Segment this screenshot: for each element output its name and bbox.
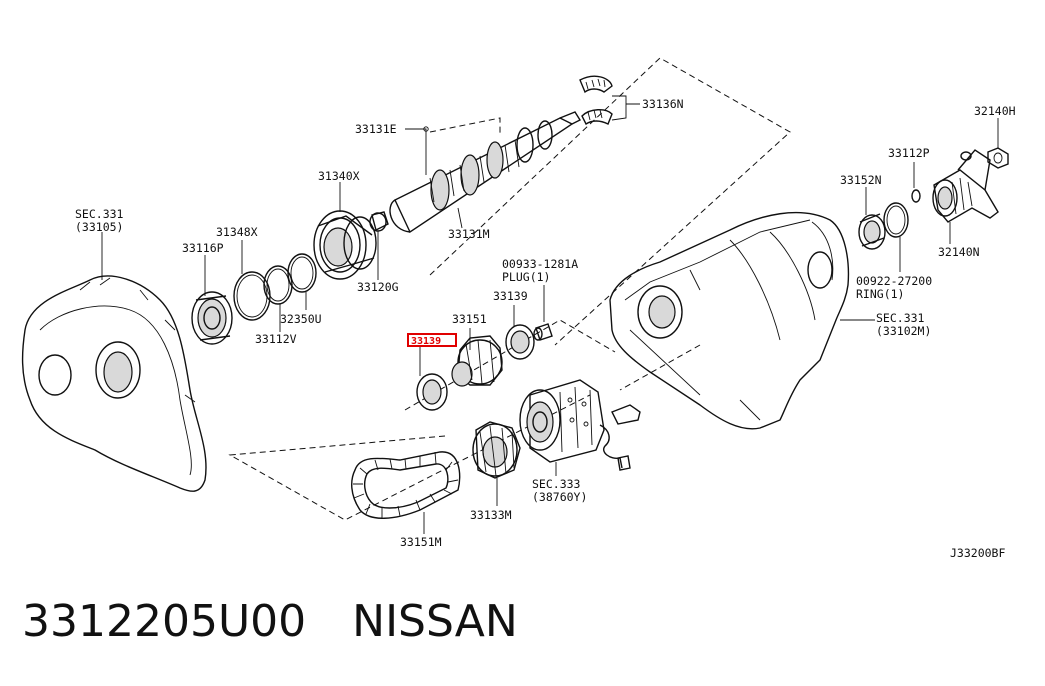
label-31348x: 31348X bbox=[216, 225, 258, 239]
dashed-frame-shaft bbox=[429, 117, 501, 133]
label-sec331-right: SEC.331 bbox=[876, 311, 925, 325]
seal-33152n bbox=[858, 187, 886, 250]
label-33112v: 33112V bbox=[255, 332, 297, 346]
part-caption: 3312205U00 NISSAN bbox=[22, 596, 518, 647]
sprocket-33151 bbox=[451, 328, 503, 387]
label-sec333: SEC.333 bbox=[532, 477, 581, 491]
label-33151m: 33151M bbox=[400, 535, 442, 549]
ring-32350u bbox=[287, 253, 317, 310]
label-33116p: 33116P bbox=[182, 241, 224, 255]
label-33120g: 33120G bbox=[357, 280, 399, 294]
label-33133m: 33133M bbox=[470, 508, 512, 522]
mainshaft-33131m bbox=[389, 111, 582, 234]
part-number: 3312205U00 bbox=[22, 596, 307, 647]
label-33131m: 33131M bbox=[448, 227, 490, 241]
ring-33112v bbox=[263, 265, 293, 332]
label-sec331-right-num: (33102M) bbox=[876, 324, 931, 338]
flange-32140n bbox=[932, 149, 999, 244]
label-00922-27200: 00922-27200 bbox=[856, 274, 932, 288]
left-transfer-case bbox=[21, 232, 207, 492]
label-31340x: 31340X bbox=[318, 169, 360, 183]
label-32140h: 32140H bbox=[974, 104, 1016, 118]
needle-bearing-33136n bbox=[579, 75, 640, 126]
label-33131e: 33131E bbox=[355, 122, 397, 136]
chain-33151m bbox=[351, 451, 461, 534]
label-33112p: 33112P bbox=[888, 146, 930, 160]
label-32140n: 32140N bbox=[938, 245, 980, 259]
clutch-31340x bbox=[313, 182, 377, 280]
dot-33131e bbox=[423, 126, 429, 132]
plug-00933-1281a bbox=[533, 285, 553, 341]
right-transfer-case bbox=[609, 211, 875, 430]
seal-33139 bbox=[505, 305, 535, 360]
label-33151: 33151 bbox=[452, 312, 487, 326]
label-33139: 33139 bbox=[493, 289, 528, 303]
label-33152n: 33152N bbox=[840, 173, 882, 187]
label-ring: RING(1) bbox=[856, 287, 904, 301]
leader-33131e bbox=[405, 128, 427, 175]
brand-name: NISSAN bbox=[352, 596, 518, 647]
label-diagram-ref: J33200BF bbox=[950, 546, 1005, 560]
label-33136n: 33136N bbox=[642, 97, 684, 111]
dashed-frame-upper bbox=[429, 57, 791, 346]
label-00933-1281a: 00933-1281A bbox=[502, 257, 578, 271]
sprocket-33133m bbox=[472, 421, 521, 506]
seal-33139-highlighted bbox=[416, 346, 448, 411]
dashed-frame-lower bbox=[228, 319, 701, 521]
ring-33112p bbox=[911, 162, 921, 203]
label-sec333-num: (38760Y) bbox=[532, 490, 587, 504]
actuator-sec333 bbox=[519, 379, 641, 476]
bushing-33120g bbox=[369, 211, 389, 280]
ring-00922-27200 bbox=[883, 202, 909, 272]
label-33139-highlighted: 33139 bbox=[411, 336, 441, 347]
label-plug: PLUG(1) bbox=[502, 270, 550, 284]
label-32350u: 32350U bbox=[280, 312, 322, 326]
bearing-33116p bbox=[191, 255, 233, 345]
label-sec331-left: SEC.331 bbox=[75, 207, 124, 221]
highlight-box-33139 bbox=[407, 333, 457, 347]
label-sec331-left-num: (33105) bbox=[75, 220, 123, 234]
nut-32140h bbox=[987, 118, 1009, 169]
